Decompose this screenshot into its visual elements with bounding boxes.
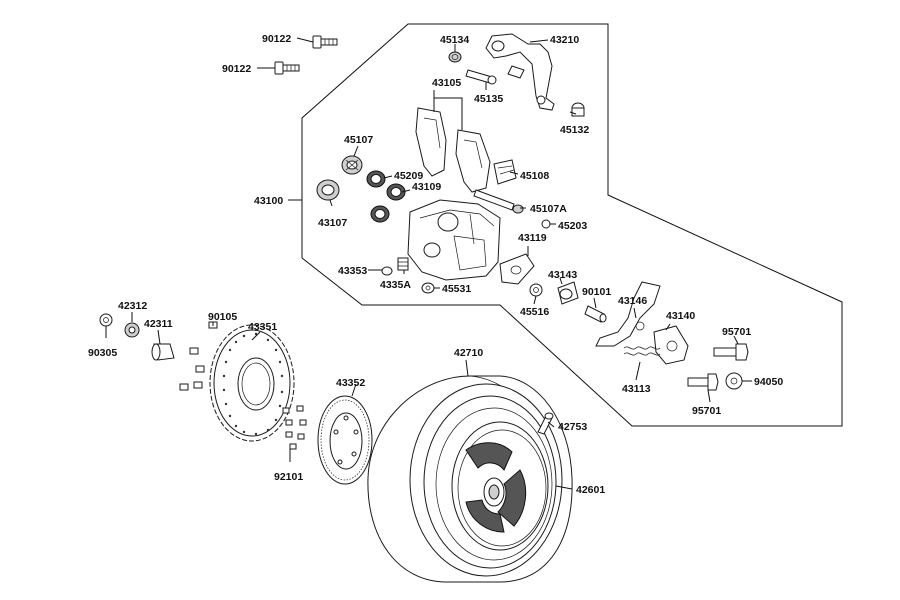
label-90101: 90101 (582, 286, 611, 298)
nut-45134 (448, 51, 462, 63)
label-43113: 43113 (622, 383, 651, 395)
label-90122-lower: 90122 (222, 63, 251, 75)
bolt-95701-lower (687, 373, 719, 391)
bolt-45132 (571, 102, 585, 117)
label-42311: 42311 (144, 318, 173, 330)
gasket-43119 (499, 253, 535, 285)
pin-90101 (584, 305, 607, 323)
label-92101: 92101 (274, 471, 303, 483)
label-45516: 45516 (520, 306, 549, 318)
piston-43107 (316, 179, 340, 201)
label-45134: 45134 (440, 34, 469, 46)
washer-45531 (421, 282, 435, 294)
label-43210: 43210 (550, 34, 579, 46)
brake-disc-43351 (209, 324, 295, 442)
plug-45203 (541, 219, 551, 229)
label-43109: 43109 (412, 181, 441, 193)
label-43105: 43105 (432, 77, 461, 89)
label-90105: 90105 (208, 311, 237, 323)
seal-45209 (366, 170, 386, 188)
label-45203: 45203 (558, 220, 587, 232)
caliper-bracket-43210 (485, 33, 555, 111)
label-94050: 94050 (754, 376, 783, 388)
label-42753: 42753 (558, 421, 587, 433)
rim-42601 (423, 395, 557, 569)
seal-43109 (386, 183, 406, 201)
label-42710: 42710 (454, 347, 483, 359)
plate-43140 (653, 325, 689, 365)
label-45209: 45209 (394, 170, 423, 182)
label-43146: 43146 (618, 295, 647, 307)
spacer-42311 (151, 343, 175, 361)
label-45107: 45107 (344, 134, 373, 146)
label-43119: 43119 (518, 232, 547, 244)
spring-43113 (623, 346, 661, 356)
nut-90305 (99, 313, 113, 327)
lever-arm-43146 (595, 281, 661, 347)
caliper-assembly-outline (301, 23, 843, 427)
label-45108: 45108 (520, 170, 549, 182)
pad-spring-45108 (493, 159, 517, 185)
seal-ring-lower (370, 205, 390, 223)
label-90305: 90305 (88, 347, 117, 359)
bolts-90105 (179, 321, 218, 391)
leader-lines (105, 37, 752, 490)
slide-pin-45135 (465, 69, 497, 85)
label-95701-upper: 95701 (722, 326, 751, 338)
label-43352: 43352 (336, 377, 365, 389)
label-43107: 43107 (318, 217, 347, 229)
piston-45107 (341, 155, 363, 175)
label-45531: 45531 (442, 283, 471, 295)
label-45107A: 45107A (530, 203, 567, 215)
seal-42312 (124, 322, 140, 338)
washer-94050 (725, 372, 743, 390)
label-4335A: 4335A (380, 279, 411, 291)
label-43143: 43143 (548, 269, 577, 281)
bushing-43143 (557, 281, 579, 305)
cap-43353 (381, 266, 393, 276)
bolt-90122-lower (274, 61, 300, 75)
part-labels: 90122 90122 45134 43210 43105 45135 4513… (88, 33, 783, 496)
bolt-90122-upper (312, 35, 338, 49)
label-43100: 43100 (254, 195, 283, 207)
bleeder-4335A (397, 257, 409, 271)
label-90122-upper: 90122 (262, 33, 291, 45)
label-43140: 43140 (666, 310, 695, 322)
label-45132: 45132 (560, 124, 589, 136)
caliper-body (407, 199, 501, 281)
abs-ring-43352 (317, 395, 373, 485)
label-43351: 43351 (248, 321, 277, 333)
disc-bolts (282, 405, 307, 450)
label-95701-lower: 95701 (692, 405, 721, 417)
pad-pin-45107A (473, 189, 524, 214)
label-45135: 45135 (474, 93, 503, 105)
brake-pads-43105 (415, 107, 491, 193)
bolt-95701-upper (713, 343, 749, 361)
label-42312: 42312 (118, 300, 147, 312)
valve-42753 (537, 412, 554, 435)
label-42601: 42601 (576, 484, 605, 496)
washer-45516 (529, 283, 543, 297)
label-43353: 43353 (338, 265, 367, 277)
